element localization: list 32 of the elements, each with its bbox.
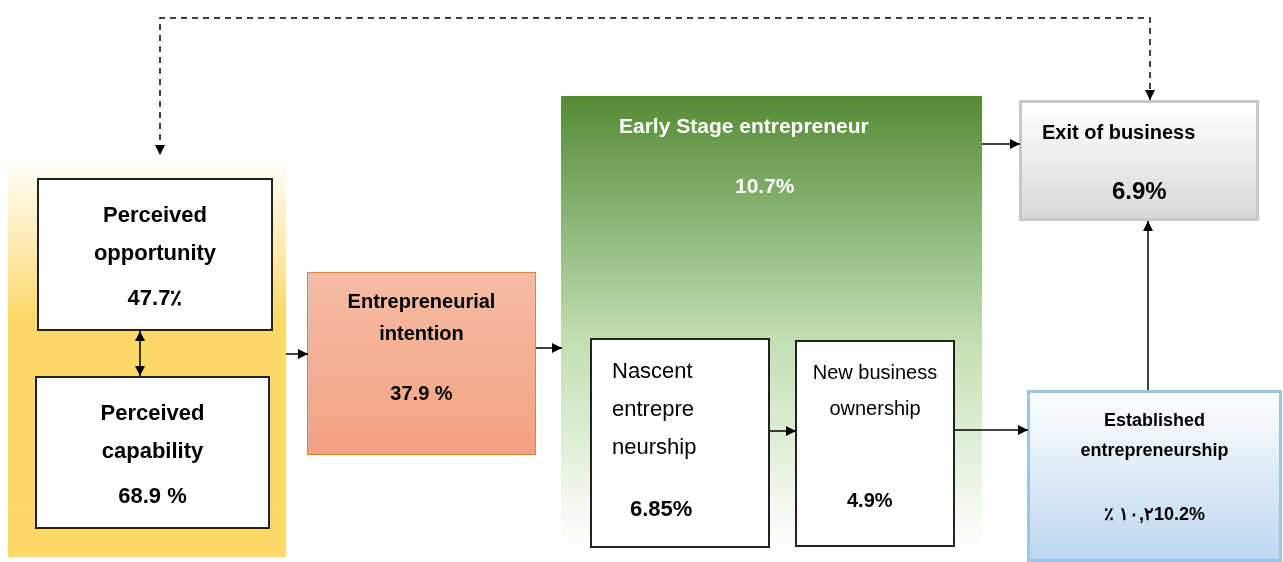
node-heading: Exit of business bbox=[1042, 120, 1196, 145]
process-box bbox=[307, 272, 536, 455]
node-heading: Perceived opportunity bbox=[92, 201, 218, 267]
arrow bbox=[155, 17, 1155, 156]
node-heading: Perceived capability bbox=[99, 399, 206, 465]
node-heading: Nascent entrepre neurship bbox=[612, 357, 698, 461]
node-heading: Established entrepreneurship bbox=[1079, 409, 1230, 462]
percentage-value: 6.9% bbox=[1112, 176, 1167, 206]
process-box bbox=[1019, 100, 1259, 221]
process-box bbox=[590, 338, 770, 548]
percentage-value: 10.7% bbox=[735, 173, 795, 199]
process-box bbox=[35, 376, 270, 529]
process-box bbox=[37, 178, 273, 331]
arrow bbox=[1143, 220, 1153, 391]
percentage-value: 68.9 % bbox=[118, 482, 187, 510]
arrow bbox=[981, 139, 1021, 149]
node-heading: Early Stage entrepreneur bbox=[619, 113, 869, 139]
percentage-value: 37.9 % bbox=[390, 381, 453, 406]
arrow bbox=[769, 426, 797, 436]
node-heading: Entrepreneurial intention bbox=[346, 289, 497, 346]
arrow bbox=[535, 343, 563, 353]
node-heading: New business ownership bbox=[811, 360, 939, 421]
arrow bbox=[954, 425, 1029, 435]
percentage-value: 6.85% bbox=[630, 495, 693, 523]
process-box bbox=[795, 340, 955, 547]
arrow bbox=[135, 330, 145, 377]
percentage-value: 4.9% bbox=[847, 488, 893, 513]
process-box bbox=[1027, 390, 1282, 562]
arrow bbox=[285, 349, 309, 359]
percentage-value: 47.7٪ bbox=[127, 284, 183, 312]
stage-panel bbox=[561, 96, 982, 550]
percentage-value: ٪ ١٠,٢10.2% bbox=[1102, 503, 1207, 526]
